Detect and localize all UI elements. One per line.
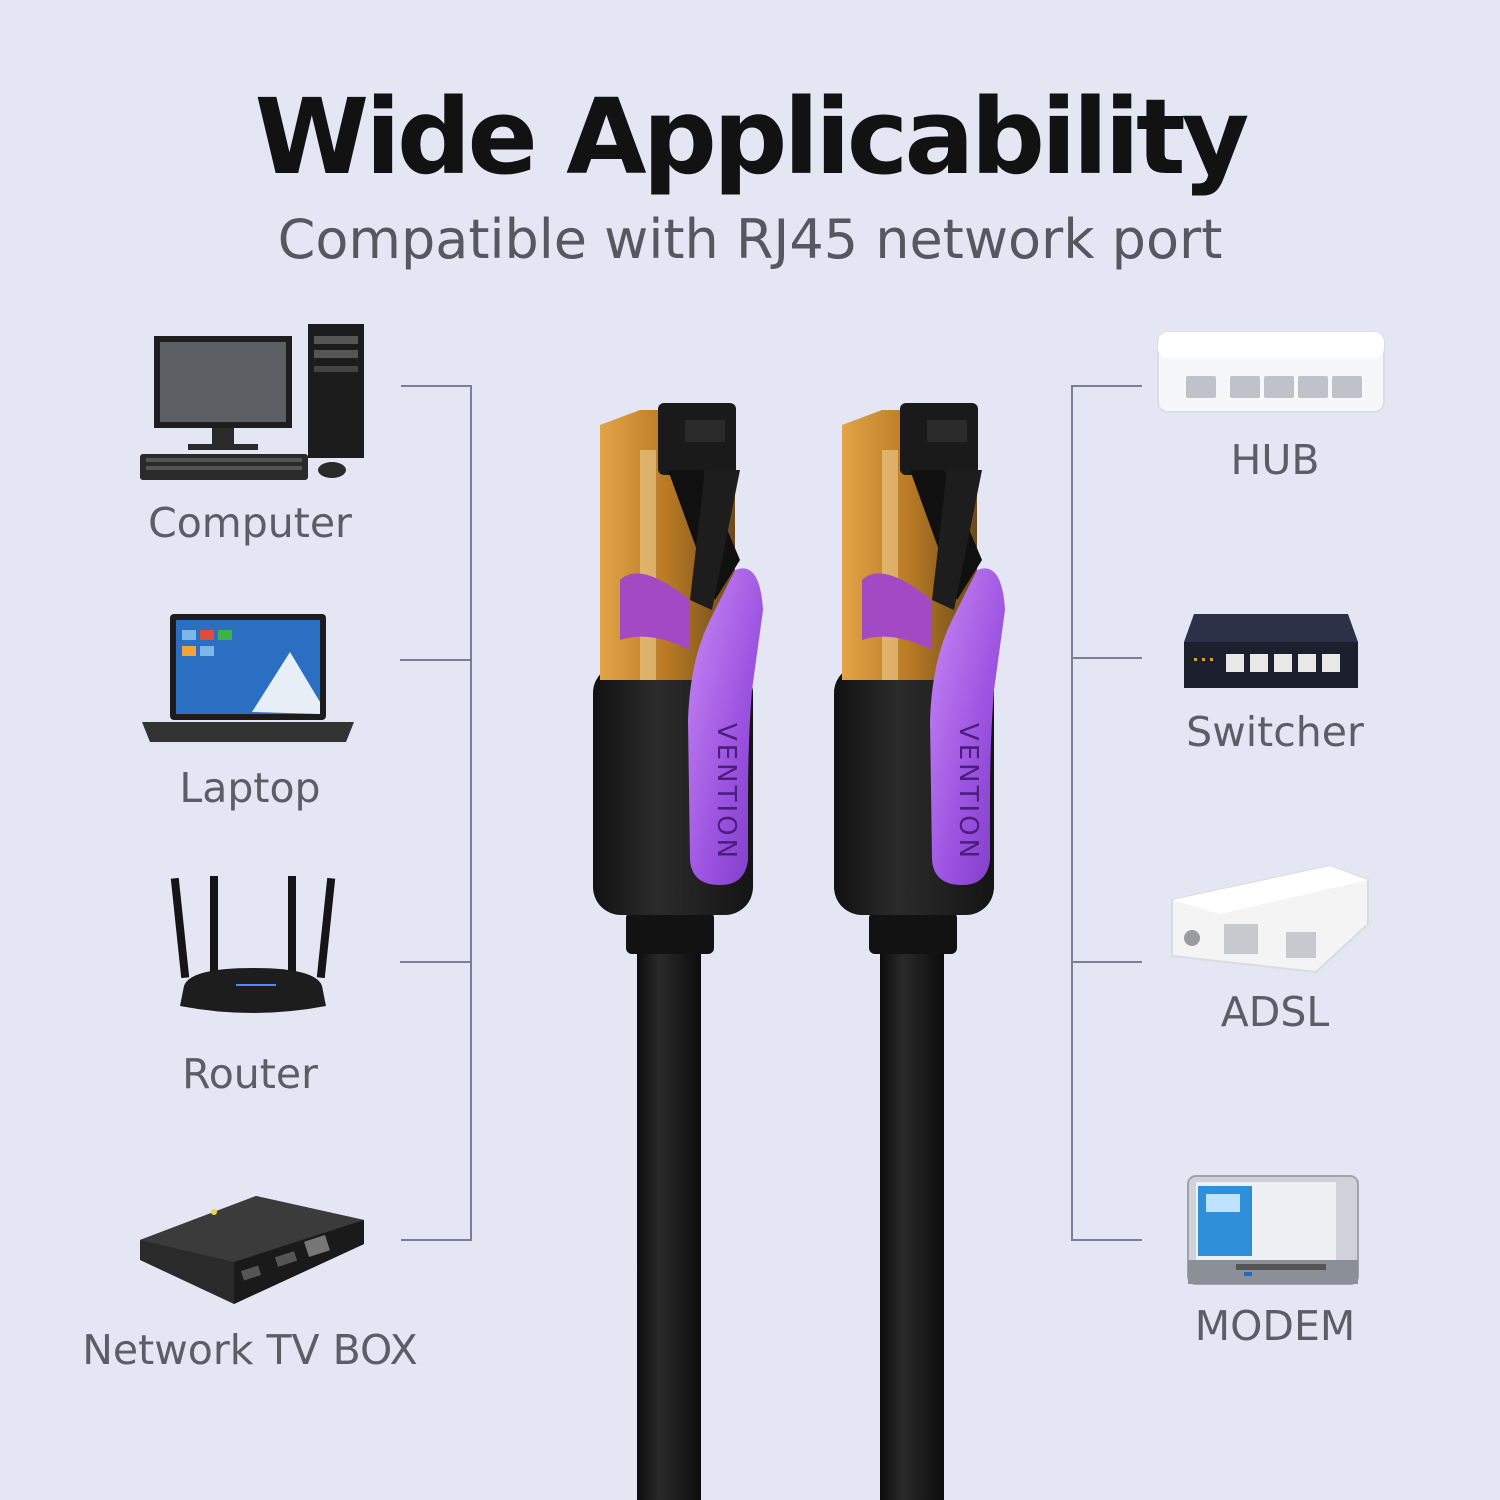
laptop-icon: [142, 614, 354, 742]
modem-icon: [1187, 1175, 1359, 1285]
device-label-adsl: ADSL: [1220, 988, 1330, 1036]
adsl-box-icon: [1171, 864, 1369, 974]
device-label-tv-box: Network TV BOX: [82, 1326, 418, 1374]
page-subtitle: Compatible with RJ45 network port: [277, 208, 1223, 271]
wifi-router-icon: [170, 876, 336, 1013]
device-label-switcher: Switcher: [1186, 708, 1364, 756]
page-title: Wide Applicability: [254, 76, 1250, 198]
brand-text-left: VENTION: [711, 723, 741, 861]
connector-left: VENTION: [593, 403, 763, 1500]
device-label-hub: HUB: [1230, 436, 1320, 484]
device-label-modem: MODEM: [1194, 1302, 1356, 1350]
connector-right: VENTION: [834, 403, 1005, 1500]
left-bracket: [400, 385, 472, 1241]
device-label-laptop: Laptop: [179, 764, 321, 812]
hub-icon: [1157, 331, 1385, 413]
brand-text-right: VENTION: [953, 723, 983, 861]
network-switch-icon: [1184, 614, 1358, 688]
right-bracket: [1071, 385, 1142, 1241]
device-label-router: Router: [182, 1050, 318, 1098]
device-label-computer: Computer: [148, 499, 352, 547]
desktop-computer-icon: [140, 324, 364, 480]
tv-box-icon: [140, 1196, 364, 1304]
